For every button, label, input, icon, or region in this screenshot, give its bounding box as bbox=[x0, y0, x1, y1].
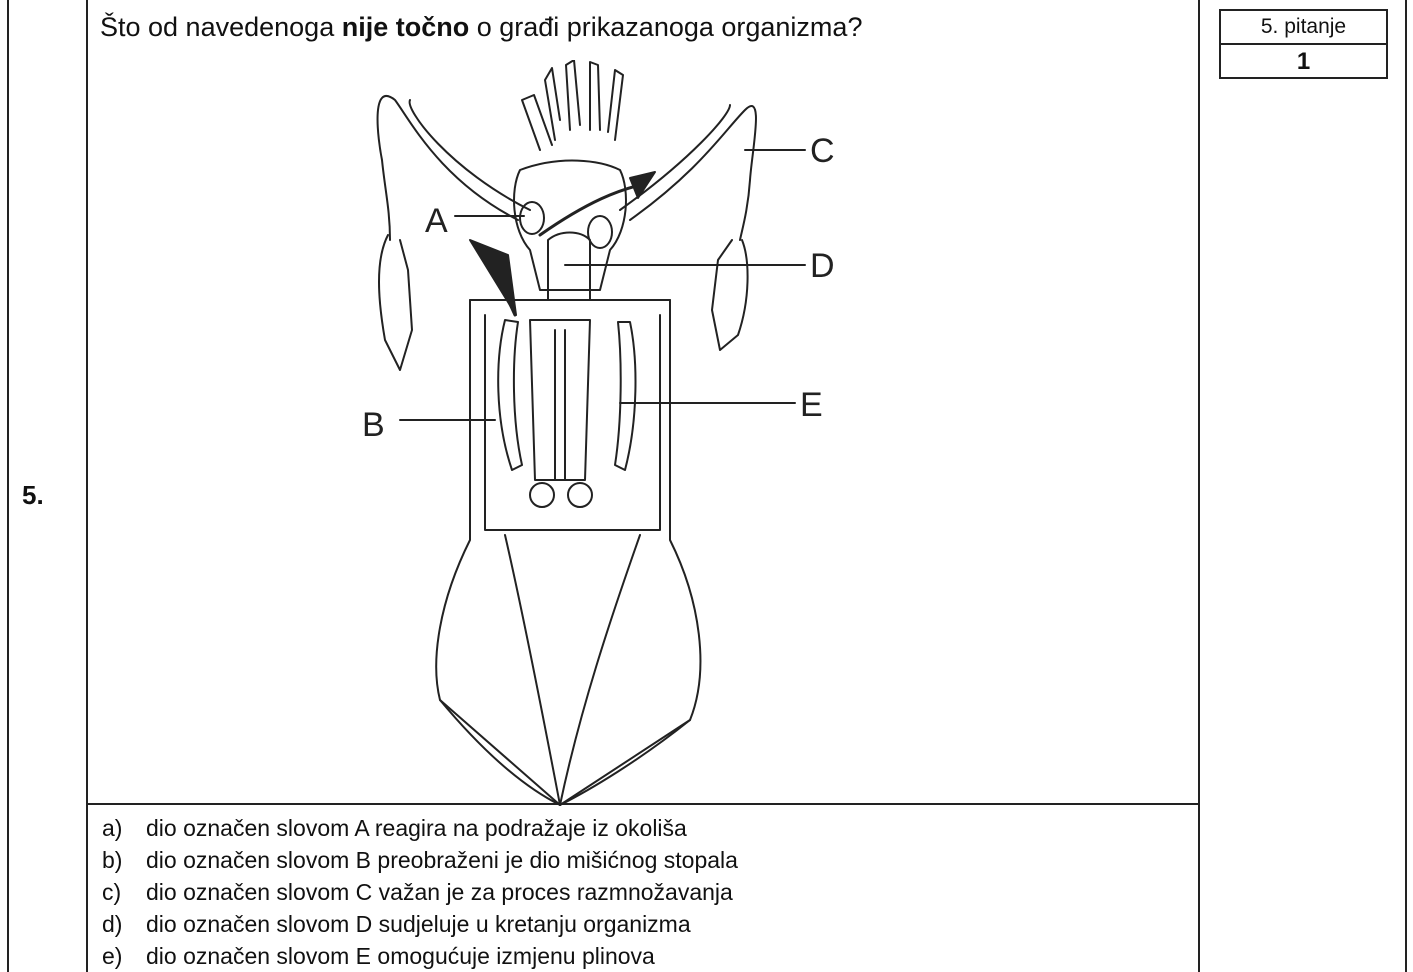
score-box-label: 5. pitanje bbox=[1221, 11, 1386, 45]
answer-option-d[interactable]: d)dio označen slovom D sudjeluje u kreta… bbox=[102, 908, 738, 940]
squid-head bbox=[514, 161, 626, 290]
score-box-points: 1 bbox=[1221, 45, 1386, 79]
answer-letter: d) bbox=[102, 908, 146, 940]
answer-option-c[interactable]: c)dio označen slovom C važan je za proce… bbox=[102, 876, 738, 908]
answer-letter: c) bbox=[102, 876, 146, 908]
answer-option-a[interactable]: a)dio označen slovom A reagira na podraž… bbox=[102, 812, 738, 844]
label-e: E bbox=[800, 386, 823, 424]
squid-eye-left bbox=[520, 202, 544, 234]
answer-text: dio označen slovom D sudjeluje u kretanj… bbox=[146, 911, 691, 937]
answer-letter: a) bbox=[102, 812, 146, 844]
label-b: B bbox=[362, 406, 385, 444]
answer-letter: e) bbox=[102, 940, 146, 972]
answer-text: dio označen slovom C važan je za proces … bbox=[146, 879, 733, 905]
answer-text: dio označen slovom E omogućuje izmjenu p… bbox=[146, 943, 655, 969]
label-c: C bbox=[810, 132, 835, 170]
table-border-left bbox=[7, 0, 9, 972]
answer-option-e[interactable]: e)dio označen slovom E omogućuje izmjenu… bbox=[102, 940, 738, 972]
answer-text: dio označen slovom A reagira na podražaj… bbox=[146, 815, 687, 841]
squid-gill-left bbox=[498, 320, 522, 470]
squid-eye-right bbox=[588, 216, 612, 248]
answer-list: a)dio označen slovom A reagira na podraž… bbox=[102, 812, 738, 972]
tentacle-left bbox=[378, 96, 518, 240]
label-a: A bbox=[425, 202, 448, 240]
squid-arms bbox=[522, 60, 623, 150]
question-number: 5. bbox=[22, 480, 44, 511]
question-text-part1: Što od navedenoga bbox=[100, 12, 342, 42]
label-d: D bbox=[810, 247, 835, 285]
table-border-right bbox=[1405, 0, 1407, 972]
answer-text: dio označen slovom B preobraženi je dio … bbox=[146, 847, 738, 873]
score-box: 5. pitanje 1 bbox=[1219, 9, 1388, 79]
table-border-content bbox=[1198, 0, 1200, 972]
squid-diagram: A B C D E bbox=[290, 60, 870, 810]
answer-letter: b) bbox=[102, 844, 146, 876]
squid-internal-organs bbox=[530, 320, 590, 480]
question-text-emphasis: nije točno bbox=[342, 12, 470, 42]
question-text: Što od navedenoga nije točno o građi pri… bbox=[100, 12, 862, 43]
answer-option-b[interactable]: b)dio označen slovom B preobraženi je di… bbox=[102, 844, 738, 876]
squid-gill-right bbox=[615, 322, 635, 470]
question-text-part2: o građi prikazanoga organizma? bbox=[469, 12, 862, 42]
table-border-numcol bbox=[86, 0, 88, 972]
